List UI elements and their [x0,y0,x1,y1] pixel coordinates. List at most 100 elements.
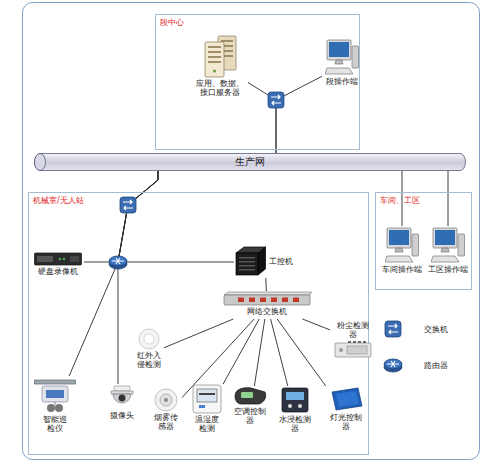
icon-part [213,70,216,73]
icon-part [42,386,68,402]
icon-part [241,392,253,398]
switch-symbol [120,197,136,213]
icon-part [412,234,419,256]
device-node: 应用、数据、接口服务器 [192,34,248,96]
legend: 交换机路由器 [382,320,448,392]
icon-part [208,51,221,53]
icon-part [46,390,64,398]
icon-part [271,298,277,303]
connector [302,319,330,330]
legend-label: 路由器 [424,361,448,370]
icon-part [208,46,221,48]
connector [277,319,326,386]
device-node: 工区操作端 [427,226,469,284]
device-label: 水浸检测器 [278,415,312,433]
device-label: 灯光控制器 [329,413,363,431]
device-label: 烟雾传感器 [153,413,179,431]
icon-part [286,392,304,400]
device-label: 工控机 [267,257,295,266]
icon-part [325,68,353,74]
icon-part [155,389,177,411]
icon-part [199,405,205,408]
outer-frame [23,3,480,460]
icon-part [119,395,126,402]
icon-part [197,389,217,402]
icon-part [332,388,362,410]
device-icon [200,34,240,78]
device-node: 水浸检测器 [276,386,314,442]
icon-part [35,380,76,384]
icon-part [249,298,255,303]
pipe-body [35,154,466,171]
area-box: 硬盘录像机工控机网络交换机红外入侵检测粉尘检测器智能巡检仪摄像头烟雾传感器温湿度… [28,192,369,455]
device-node: 摄像头 [104,384,140,438]
device-node: 车间操作端 [380,226,424,284]
icon-part [236,253,258,275]
icon-part [347,346,367,354]
icon-part [205,42,224,77]
device-icon [34,252,82,266]
device-label: 硬盘录像机 [33,267,83,276]
icon-part [358,341,361,343]
device-label: 空调控制器 [233,407,267,425]
legend-swatch [382,356,404,374]
network-bus: 生产网 [34,153,466,171]
device-node: 温湿度检测 [188,384,226,442]
connector [276,76,322,153]
device-icon [325,38,359,76]
device-label: 粉尘检测器 [336,321,370,339]
icon-part [160,394,172,406]
icon-part [298,404,302,408]
connector [448,171,449,226]
switch-symbol [268,92,284,108]
icon-part [352,46,359,68]
icon-part [111,391,133,394]
icon-part [70,256,79,262]
icon-part [199,393,215,395]
device-icon [154,388,178,412]
icon-part [114,386,130,391]
icon-part [385,256,413,262]
icon-part [441,248,449,252]
legend-label: 交换机 [424,325,448,334]
icon-part [37,256,53,262]
area-box: 应用、数据、接口服务器 段操作端 段中心 [155,14,360,150]
icon-part [329,42,349,57]
area-box: 车间操作端工区操作端车间、工区 [375,192,472,290]
device-label: 应用、数据、接口服务器 [195,79,245,97]
bus-label: 生产网 [34,153,466,171]
area-heading: 段中心 [160,18,184,27]
icon-part [258,247,266,275]
connector [271,319,288,386]
icon-part [335,343,371,357]
icon-part [208,61,221,63]
device-icon [234,245,266,277]
device-node: 烟雾传感器 [150,388,182,442]
icon-part [47,404,55,412]
icon-part [435,230,455,245]
icon-part [389,230,409,245]
device-icon [222,291,312,306]
icon-part [431,256,459,262]
device-node: 粉尘检测器 [330,318,376,360]
icon-part [239,261,255,263]
device-icon [328,386,364,412]
device-icon [138,328,160,350]
device-node: 红外入侵检测 [134,328,164,380]
device-node: 网络交换机 [220,291,314,319]
icon-part [282,298,288,303]
icon-part [224,295,310,305]
legend-symbol [385,321,401,337]
device-icon [233,386,267,406]
device-label: 段操作端 [322,77,362,86]
device-label: 摄像头 [107,411,137,420]
icon-part [433,228,457,248]
device-icon [280,386,310,414]
connector [265,278,267,291]
icon-part [293,298,299,303]
icon-part [55,402,56,406]
icon-part [55,404,63,412]
device-node: 工控机 [234,244,296,278]
